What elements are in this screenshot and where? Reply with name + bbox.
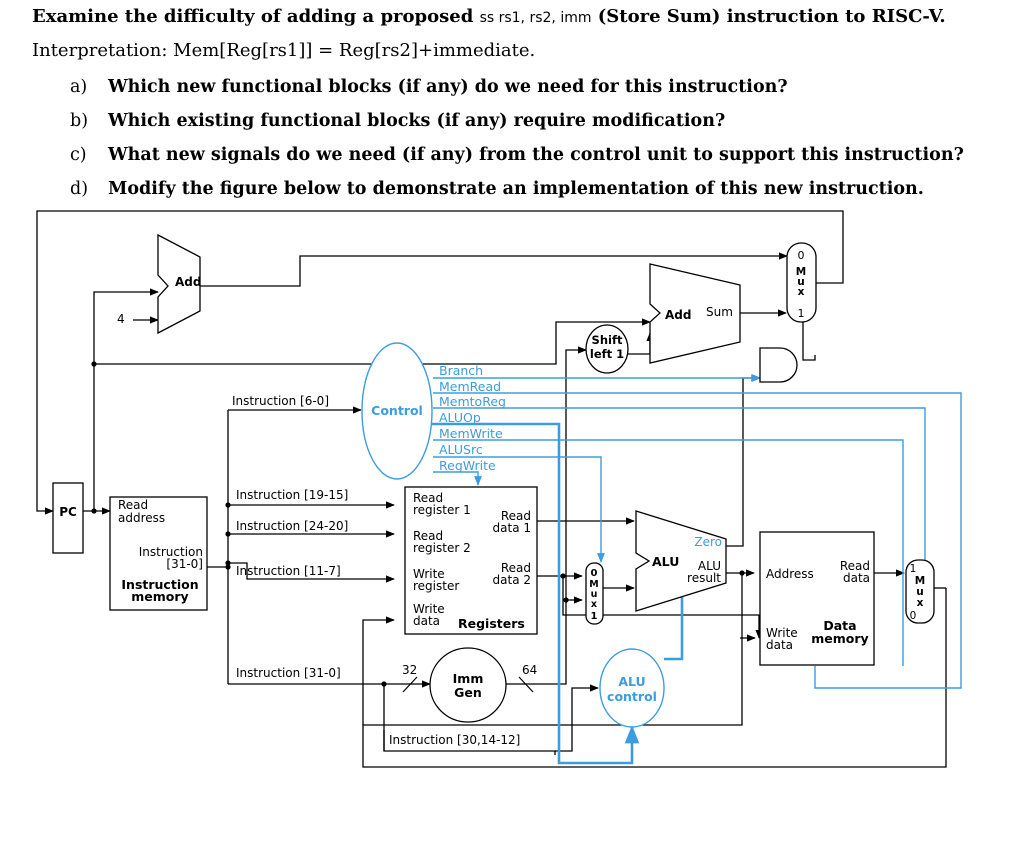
alusrc-mux-1: 1 bbox=[591, 611, 598, 622]
signal-memwrite: MemWrite bbox=[439, 426, 503, 441]
signal-aluop: ALUOp bbox=[439, 410, 481, 425]
alu-control-label-2: control bbox=[607, 689, 657, 704]
alu-result-a: ALU bbox=[698, 559, 721, 573]
control-wires bbox=[432, 374, 962, 765]
pc-mux bbox=[786, 242, 817, 323]
alusrc-mux-0: 0 bbox=[591, 568, 598, 579]
constant-four: 4 bbox=[117, 312, 125, 326]
dmem-read-label: Read bbox=[840, 559, 870, 573]
imem-title-1: Instruction bbox=[121, 577, 198, 592]
junction-dots bbox=[91, 361, 745, 687]
bus-slash-32 bbox=[402, 676, 418, 693]
bits-in-label: 32 bbox=[402, 663, 417, 677]
memtoreg-mux-u: u bbox=[916, 586, 923, 598]
imem-title-2: memory bbox=[131, 589, 188, 604]
reg-write-data-a: Write bbox=[413, 602, 445, 616]
alu-control-label-1: ALU bbox=[618, 674, 645, 689]
field-24-20: Instruction [24-20] bbox=[236, 519, 348, 533]
reg-write-data-b: data bbox=[413, 614, 440, 628]
signal-memread: MemRead bbox=[439, 379, 501, 394]
question-item-a: a)Which new functional blocks (if any) d… bbox=[70, 77, 788, 97]
pc-mux-x: x bbox=[798, 286, 805, 298]
question-line-2: Interpretation: Mem[Reg[rs1]] = Reg[rs2]… bbox=[32, 40, 536, 61]
reg-write-reg-a: Write bbox=[413, 567, 445, 581]
imm-gen-label-2: Gen bbox=[454, 685, 482, 700]
signal-memtoreg: MemtoReg bbox=[439, 394, 506, 409]
pc-mux-u: u bbox=[797, 276, 804, 288]
alusrc-mux bbox=[585, 562, 604, 625]
dmem-write-data-label: data bbox=[766, 638, 793, 652]
imm-gen bbox=[429, 647, 507, 723]
question-item-d: d)Modify the figure below to demonstrate… bbox=[70, 179, 924, 199]
imem-range-label: [31-0] bbox=[166, 557, 203, 571]
alu-control bbox=[599, 648, 665, 728]
reg-read-data2-a: Read bbox=[501, 561, 531, 575]
dmem-write-label: Write bbox=[766, 626, 798, 640]
memtoreg-mux-x: x bbox=[917, 597, 924, 609]
alu-result-b: result bbox=[687, 571, 721, 585]
alu-label: ALU bbox=[652, 554, 679, 569]
shift-label-1: Shift bbox=[592, 333, 623, 347]
sum-label: Sum bbox=[706, 305, 733, 319]
branch-and-gate bbox=[759, 347, 798, 383]
dmem-title-2: memory bbox=[811, 631, 868, 646]
reg-read-data1-b: data 1 bbox=[493, 521, 531, 535]
alu bbox=[635, 510, 727, 612]
branch-adder-label: Add bbox=[665, 308, 691, 322]
alusrc-mux-u: u bbox=[591, 589, 598, 600]
bus-slash-64 bbox=[518, 676, 534, 693]
imem-address-label: address bbox=[118, 511, 165, 525]
pc-adder-label: Add bbox=[175, 275, 201, 289]
instruction-memory bbox=[109, 496, 208, 611]
question-item-c: c)What new signals do we need (if any) f… bbox=[70, 145, 964, 165]
control-label: Control bbox=[371, 403, 423, 418]
data-memory bbox=[759, 531, 875, 666]
pc-mux-m: M bbox=[796, 266, 806, 278]
pc-register bbox=[52, 482, 84, 554]
memtoreg-mux bbox=[905, 559, 935, 624]
shift-label-2: left 1 bbox=[590, 347, 624, 361]
reg-read-data2-b: data 2 bbox=[493, 573, 531, 587]
signal-alusrc: ALUSrc bbox=[439, 442, 483, 457]
register-file bbox=[404, 486, 538, 635]
signal-regwrite: RegWrite bbox=[439, 458, 496, 473]
reg-read-reg1-a: Read bbox=[413, 491, 443, 505]
field-19-15: Instruction [19-15] bbox=[236, 488, 348, 502]
pc-mux-0: 0 bbox=[798, 249, 805, 262]
signal-branch: Branch bbox=[439, 363, 483, 378]
branch-adder bbox=[649, 263, 741, 364]
imem-read-label: Read bbox=[118, 498, 148, 512]
zero-label: Zero bbox=[694, 535, 722, 549]
reg-read-reg1-b: register 1 bbox=[413, 503, 471, 517]
pc-label: PC bbox=[59, 505, 77, 519]
instruction-syntax: ss rs1, rs2, imm bbox=[479, 10, 592, 26]
memtoreg-mux-1: 1 bbox=[910, 563, 917, 575]
reg-read-reg2-b: register 2 bbox=[413, 541, 471, 555]
reg-read-data1-a: Read bbox=[501, 509, 531, 523]
memtoreg-mux-0: 0 bbox=[910, 610, 917, 622]
control-unit bbox=[361, 342, 433, 480]
question-item-b: b)Which existing functional blocks (if a… bbox=[70, 111, 726, 131]
dmem-data-label: data bbox=[843, 571, 870, 585]
reg-write-reg-b: register bbox=[413, 579, 459, 593]
field-6-0: Instruction [6-0] bbox=[232, 394, 329, 408]
field-30-14-12: Instruction [30,14-12] bbox=[389, 733, 520, 747]
bits-out-label: 64 bbox=[522, 663, 537, 677]
field-11-7: Instruction [11-7] bbox=[236, 564, 341, 578]
pc-adder bbox=[157, 233, 201, 335]
question-line-1: Examine the difficulty of adding a propo… bbox=[32, 6, 946, 27]
pc-mux-1: 1 bbox=[798, 307, 805, 320]
reg-read-reg2-a: Read bbox=[413, 529, 443, 543]
memtoreg-mux-m: M bbox=[915, 575, 925, 587]
alusrc-mux-m: M bbox=[589, 579, 598, 590]
registers-title: Registers bbox=[458, 616, 525, 631]
dmem-address-label: Address bbox=[766, 567, 814, 581]
dmem-title-1: Data bbox=[823, 618, 856, 633]
imm-gen-label-1: Imm bbox=[453, 671, 484, 686]
field-31-0: Instruction [31-0] bbox=[236, 666, 341, 680]
shift-left-unit bbox=[585, 324, 629, 374]
alusrc-mux-x: x bbox=[591, 599, 597, 610]
imem-instruction-label: Instruction bbox=[139, 545, 203, 559]
